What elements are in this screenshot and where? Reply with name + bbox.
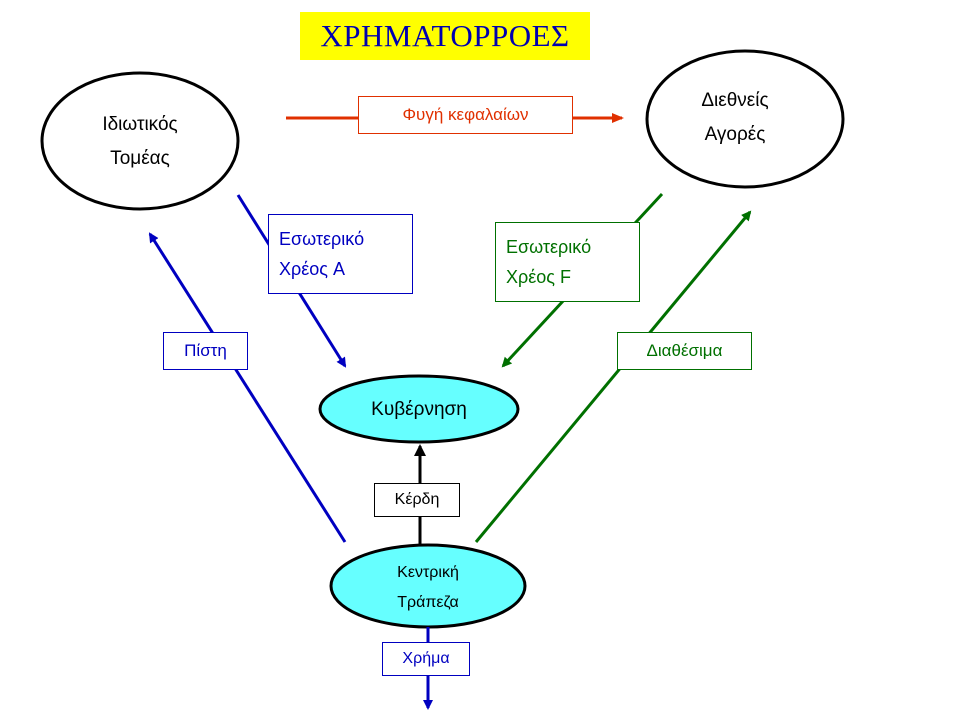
private-sector-text: Ιδιωτικός Τομέας bbox=[60, 106, 220, 178]
debt-f-label: Εσωτερικό Χρέος F bbox=[495, 222, 640, 302]
private-sector-line1: Ιδιωτικός bbox=[102, 114, 178, 135]
diagram-title: ΧΡΗΜΑΤΟΡΡΟΕΣ bbox=[300, 12, 590, 60]
central-bank-text: Κεντρική Τράπεζα bbox=[348, 558, 508, 618]
money-label: Χρήμα bbox=[382, 642, 470, 676]
government-text: Κυβέρνηση bbox=[330, 392, 508, 428]
debt-a-label: Εσωτερικό Χρέος A bbox=[268, 214, 413, 294]
credit-label: Πίστη bbox=[163, 332, 248, 370]
private-sector-node bbox=[40, 71, 240, 211]
debt-a-line1: Εσωτερικό bbox=[279, 229, 365, 249]
reserves-label: Διαθέσιμα bbox=[617, 332, 752, 370]
profits-label: Κέρδη bbox=[374, 483, 460, 517]
international-markets-line2: Αγορές bbox=[704, 124, 766, 145]
government-node bbox=[318, 374, 520, 444]
debt-f-line1: Εσωτερικό bbox=[506, 237, 592, 257]
central-bank-line1: Κεντρική bbox=[397, 564, 459, 581]
reserves-arrow bbox=[474, 210, 752, 543]
government-label: Κυβέρνηση bbox=[371, 399, 467, 420]
central-bank-line2: Τράπεζα bbox=[397, 594, 459, 611]
debt-a-line2: Χρέος A bbox=[279, 259, 345, 279]
international-markets-node bbox=[645, 49, 845, 189]
debt-f-line2: Χρέος F bbox=[506, 267, 571, 287]
private-sector-line2: Τομέας bbox=[110, 148, 170, 169]
international-markets-text: Διεθνείς Αγορές bbox=[655, 82, 815, 154]
capital-flight-label: Φυγή κεφαλαίων bbox=[358, 96, 573, 134]
international-markets-line1: Διεθνείς bbox=[701, 90, 769, 111]
credit-arrow bbox=[148, 232, 347, 543]
